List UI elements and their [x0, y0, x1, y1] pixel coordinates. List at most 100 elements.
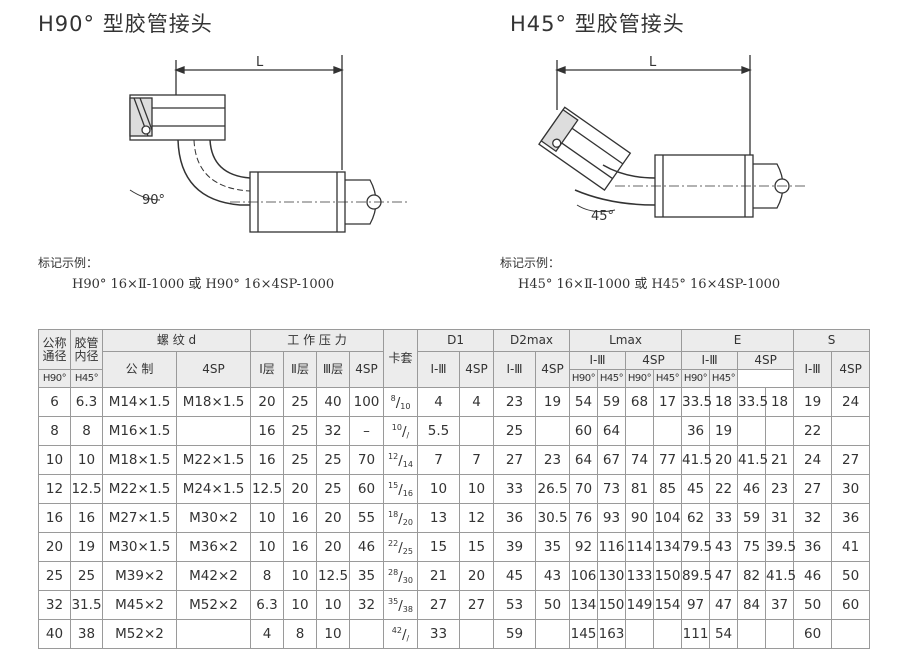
sleeve-denominator: 38	[402, 604, 413, 614]
table-cell: 39.5	[765, 532, 796, 562]
table-cell: 116	[597, 532, 627, 562]
head-layer1: Ⅰ层	[250, 351, 284, 388]
table-cell: 33.5	[681, 387, 712, 417]
head-d1-4sp: 4SP	[459, 351, 495, 388]
head-layer2: Ⅱ层	[283, 351, 317, 388]
table-cell: 18	[709, 387, 739, 417]
table-cell: M52×2	[102, 619, 177, 649]
table-cell: 154	[653, 590, 683, 620]
table-cell: M22×1.5	[176, 445, 251, 475]
table-cell: 104	[653, 503, 683, 533]
table-cell: 150	[653, 561, 683, 591]
table-cell: 50	[831, 561, 871, 591]
table-cell: 19	[709, 416, 739, 446]
sleeve-denominator: 16	[402, 488, 413, 498]
table-cell: 12.5	[316, 561, 350, 591]
table-cell: 10//	[383, 416, 419, 446]
table-cell: 59	[737, 503, 767, 533]
head-e: E	[681, 329, 795, 352]
head-lmax-h90-b: H90°	[569, 369, 599, 388]
sleeve-slash: /	[395, 394, 401, 411]
head-d2-4sp: 4SP	[535, 351, 571, 388]
table-cell: 25	[283, 416, 317, 446]
sleeve-numerator: 28	[388, 567, 399, 577]
table-cell: 111	[681, 619, 711, 649]
table-cell: M18×1.5	[102, 445, 177, 475]
table-cell: 47	[709, 590, 739, 620]
table-cell: 13	[417, 503, 461, 533]
table-cell: 36	[831, 503, 871, 533]
table-cell: 41.5	[765, 561, 796, 591]
table-cell: 15/16	[383, 474, 419, 504]
table-cell: 25	[316, 474, 350, 504]
table-cell: 75	[737, 532, 767, 562]
head-lmax-4sp: 4SP	[625, 351, 683, 370]
table-cell: 41	[831, 532, 871, 562]
table-cell: 35/38	[383, 590, 419, 620]
table-cell: 20	[38, 532, 71, 562]
table-cell	[653, 416, 683, 446]
table-cell: 27	[493, 445, 537, 475]
table-cell: 27	[793, 474, 833, 504]
head-e-h45-b: H45°	[709, 369, 739, 388]
table-cell: 59	[597, 387, 627, 417]
table-cell: 145	[569, 619, 599, 649]
table-cell: M52×2	[176, 590, 251, 620]
table-cell: 92	[569, 532, 599, 562]
table-cell: 22	[709, 474, 739, 504]
table-cell: M45×2	[102, 590, 177, 620]
table-cell: 97	[681, 590, 711, 620]
head-pressure: 工 作 压 力	[249, 329, 385, 352]
table-cell: 8	[70, 416, 103, 446]
table-cell: 16	[250, 445, 284, 475]
table-cell: 28/30	[383, 561, 419, 591]
table-cell	[535, 416, 571, 446]
table-cell: M16×1.5	[102, 416, 177, 446]
table-cell: 35	[348, 561, 385, 591]
table-cell: 18	[765, 387, 795, 417]
table-cell: 8	[283, 619, 317, 649]
sleeve-numerator: 10	[391, 422, 402, 432]
sleeve-slash: /	[401, 626, 407, 643]
table-cell: M30×1.5	[102, 532, 177, 562]
sleeve-numerator: 18	[388, 509, 399, 519]
sleeve-denominator: /	[406, 430, 410, 440]
table-cell: 43	[535, 561, 571, 591]
table-cell	[459, 416, 495, 446]
table-cell: 30	[831, 474, 871, 504]
table-cell: 27	[417, 590, 461, 620]
table-cell: 41.5	[737, 445, 768, 475]
table-cell	[535, 619, 571, 649]
table-cell: 84	[737, 590, 767, 620]
head-d2max: D2max	[493, 329, 571, 352]
sleeve-numerator: 12	[388, 451, 399, 461]
table-cell: 62	[681, 503, 711, 533]
table-cell: 8	[38, 416, 71, 446]
table-cell: 20	[459, 561, 495, 591]
table-cell: 114	[625, 532, 655, 562]
table-cell: 68	[625, 387, 655, 417]
table-cell: 60	[793, 619, 833, 649]
head-d1: D1	[417, 329, 495, 352]
table-cell: 25	[283, 387, 317, 417]
table-cell: 149	[625, 590, 655, 620]
table-cell	[737, 416, 767, 446]
table-cell: 4	[250, 619, 284, 649]
head-thread-4sp: 4SP	[176, 351, 251, 388]
head-d2-i-iii: Ⅰ-Ⅲ	[493, 351, 537, 388]
table-cell: 73	[597, 474, 627, 504]
table-cell: 64	[597, 416, 627, 446]
table-cell: 37	[765, 590, 795, 620]
table-cell: 20	[709, 445, 739, 475]
table-cell: 59	[493, 619, 537, 649]
table-cell: 23	[765, 474, 795, 504]
table-cell: 27	[459, 590, 495, 620]
table-cell: 26.5	[535, 474, 571, 504]
table-cell	[625, 619, 655, 649]
